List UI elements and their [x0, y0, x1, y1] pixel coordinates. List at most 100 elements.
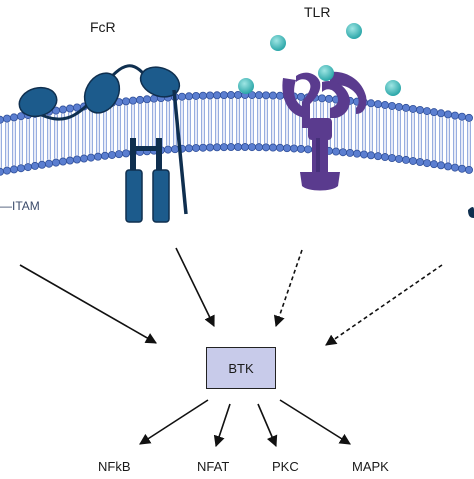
lipid-head-inner [66, 156, 75, 165]
lipid-head-inner [52, 158, 61, 167]
lipid-head-inner [443, 162, 452, 171]
lipid-head-outer [366, 99, 375, 108]
ligand-5 [385, 80, 401, 96]
lipid-head-outer [226, 91, 235, 100]
lipid-head-inner [436, 161, 445, 170]
output-arrows [139, 399, 351, 448]
lipid-head-inner [457, 164, 466, 173]
lipid-head-inner [366, 151, 375, 160]
lipid-head-inner [331, 147, 340, 156]
lipid-head-inner [170, 145, 179, 154]
output-mapk: MAPK [352, 459, 389, 474]
output-pkc: PKC [272, 459, 299, 474]
ligand-2 [346, 23, 362, 39]
lipid-head-inner [352, 149, 361, 158]
lipid-head-inner [16, 164, 25, 173]
tlr-ligands [238, 23, 401, 96]
cell-membrane [0, 91, 473, 176]
lipid-head-inner [198, 143, 207, 152]
lipid-head-outer [261, 91, 270, 100]
lipid-head-inner [0, 167, 4, 176]
lipid-head-outer [198, 91, 207, 100]
lipid-head-inner [3, 166, 11, 175]
lipid-head-inner [345, 148, 354, 157]
input-arrows [19, 247, 443, 346]
lipid-head-outer [394, 102, 403, 111]
lipid-head-outer [184, 92, 193, 101]
lipid-head-outer [66, 104, 75, 113]
lipid-head-inner [464, 165, 473, 174]
lipid-head-outer [275, 91, 284, 100]
lipid-head-outer [3, 114, 11, 123]
lipid-head-inner [254, 143, 263, 152]
lipid-head-inner [233, 143, 242, 152]
tlr-label: TLR [304, 4, 331, 20]
lipid-head-inner [387, 153, 396, 162]
lipid-head-outer [380, 101, 389, 110]
lipid-head-inner [212, 143, 221, 152]
lipid-head-outer [212, 91, 221, 100]
arrow-btk-to-pkc [257, 403, 278, 448]
partial-receptor [468, 207, 474, 218]
lipid-head-outer [408, 104, 417, 113]
lipid-head-inner [163, 145, 172, 154]
lipid-head-inner [9, 165, 18, 174]
lipid-head-inner [289, 144, 298, 153]
lipid-head-outer [373, 100, 382, 109]
lipid-head-outer [415, 106, 424, 115]
lipid-head-inner [275, 143, 284, 152]
lipid-head-inner [401, 155, 410, 164]
fcr-itam-chain-2 [152, 169, 170, 223]
lipid-head-inner [394, 154, 403, 163]
btk-node: BTK [206, 347, 276, 389]
lipid-head-inner [115, 150, 124, 159]
lipid-head-inner [268, 143, 277, 152]
arrow-itam-to-btk [19, 264, 157, 344]
arrow-btk-to-nfat [213, 403, 231, 448]
lipid-head-outer [450, 111, 459, 120]
tlr-receptor [282, 71, 367, 191]
lipid-head-inner [450, 163, 459, 172]
lipid-head-inner [282, 144, 291, 153]
arrow-btk-to-mapk [279, 399, 351, 445]
lipid-head-inner [30, 161, 39, 170]
lipid-head-outer [296, 92, 305, 101]
lipid-head-outer [9, 113, 18, 122]
lipid-head-outer [233, 91, 242, 100]
lipid-head-outer [128, 96, 137, 105]
fcr-domain-3 [139, 66, 181, 98]
lipid-head-inner [122, 149, 131, 158]
lipid-head-inner [429, 160, 438, 169]
lipid-head-inner [261, 143, 270, 152]
arrow-fcr-to-btk [175, 247, 215, 328]
lipid-head-inner [247, 143, 256, 152]
ligand-4 [318, 65, 334, 81]
lipid-head-inner [408, 156, 417, 165]
lipid-head-inner [240, 143, 249, 152]
lipid-head-outer [436, 109, 445, 118]
lipid-head-inner [73, 155, 82, 164]
arrow-tlr-to-btk [273, 249, 303, 328]
itam-label-text: ITAM [12, 199, 40, 213]
lipid-head-inner [59, 157, 68, 166]
ligand-3 [238, 78, 254, 94]
lipid-head-inner [373, 152, 382, 161]
lipid-head-inner [219, 143, 228, 152]
lipid-head-outer [457, 112, 466, 121]
lipid-head-inner [94, 152, 103, 161]
arrow-right-to-btk [325, 264, 443, 346]
lipid-head-inner [101, 151, 110, 160]
lipid-head-inner [226, 143, 235, 152]
lipid-head-inner [108, 150, 117, 159]
lipid-head-outer [429, 108, 438, 117]
btk-label: BTK [228, 360, 254, 376]
fcr-itam-chain-1 [125, 169, 143, 223]
lipid-head-outer [219, 91, 228, 100]
lipid-head-outer [205, 91, 214, 100]
lipid-head-outer [142, 95, 151, 104]
lipid-head-outer [324, 94, 333, 103]
lipid-head-outer [464, 113, 473, 122]
lipid-head-inner [184, 144, 193, 153]
